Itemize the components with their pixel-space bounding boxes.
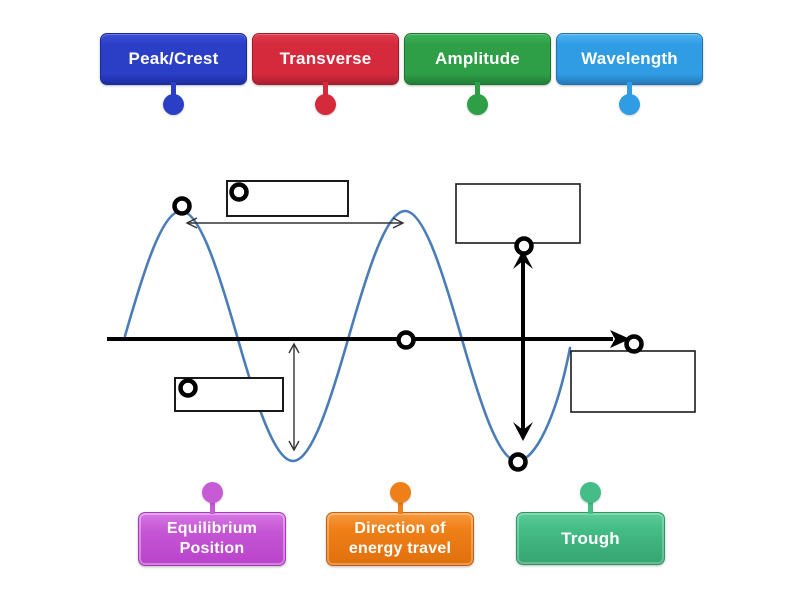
pin-stem [588,499,593,514]
label-button[interactable]: Peak/Crest [100,33,247,85]
label-direction-of-energy-travel[interactable]: Direction of energy travel [326,482,474,566]
label-button[interactable]: Direction of energy travel [326,512,474,566]
axis-arrowhead-right-icon [610,330,630,348]
answer-point-axis-center[interactable] [396,330,416,350]
label-button[interactable]: Trough [516,512,665,565]
answer-point-crest[interactable] [172,196,192,216]
drop-box-right[interactable] [570,350,696,413]
label-equilibrium-position[interactable]: Equilibrium Position [138,482,286,566]
amplitude-arrowhead-top-icon [288,342,300,354]
wavelength-arrowhead-right-icon [392,217,405,229]
amplitude-arrowhead-bottom-icon [288,440,300,452]
pin-stem [323,82,328,98]
pin-dot-icon[interactable] [467,94,488,115]
pin-stem [475,82,480,98]
wavelength-arrowhead-left-icon [185,217,198,229]
label-text: Peak/Crest [128,49,219,68]
label-text: Wavelength [581,49,678,68]
label-button[interactable]: Amplitude [404,33,551,85]
label-transverse[interactable]: Transverse [252,33,399,115]
answer-point-bottom-left-box[interactable] [178,378,198,398]
answer-point-top-left-box[interactable] [229,182,249,202]
label-text: Amplitude [435,49,520,68]
label-text: Trough [561,528,620,548]
pin-stem [397,499,403,514]
pin-dot-icon[interactable] [201,482,223,503]
answer-point-axis-end[interactable] [624,334,644,354]
label-peak-crest[interactable]: Peak/Crest [100,33,247,115]
label-wavelength[interactable]: Wavelength [556,33,703,115]
label-button[interactable]: Transverse [252,33,399,85]
answer-point-top-right-box[interactable] [514,236,534,256]
label-button[interactable]: Wavelength [556,33,703,85]
label-text: Direction of energy travel [348,520,452,557]
pin-dot-icon[interactable] [389,482,411,503]
pin-dot-icon[interactable] [619,94,640,115]
label-text: Transverse [279,49,372,68]
pin-dot-icon[interactable] [163,94,184,115]
pin-dot-icon[interactable] [315,94,336,115]
pin-stem [627,82,632,98]
label-button[interactable]: Equilibrium Position [138,512,286,566]
vertical-arrowhead-up-icon [513,250,533,269]
transverse-wave-curve [123,209,572,463]
drop-box-top-right[interactable] [455,183,581,244]
label-text: Equilibrium Position [166,520,258,557]
pin-stem [171,82,176,98]
vertical-arrowhead-down-icon [513,422,533,441]
label-trough[interactable]: Trough [516,482,665,565]
answer-point-trough[interactable] [508,452,528,472]
pin-stem [209,499,215,514]
label-amplitude[interactable]: Amplitude [404,33,551,115]
pin-dot-icon[interactable] [580,482,601,503]
